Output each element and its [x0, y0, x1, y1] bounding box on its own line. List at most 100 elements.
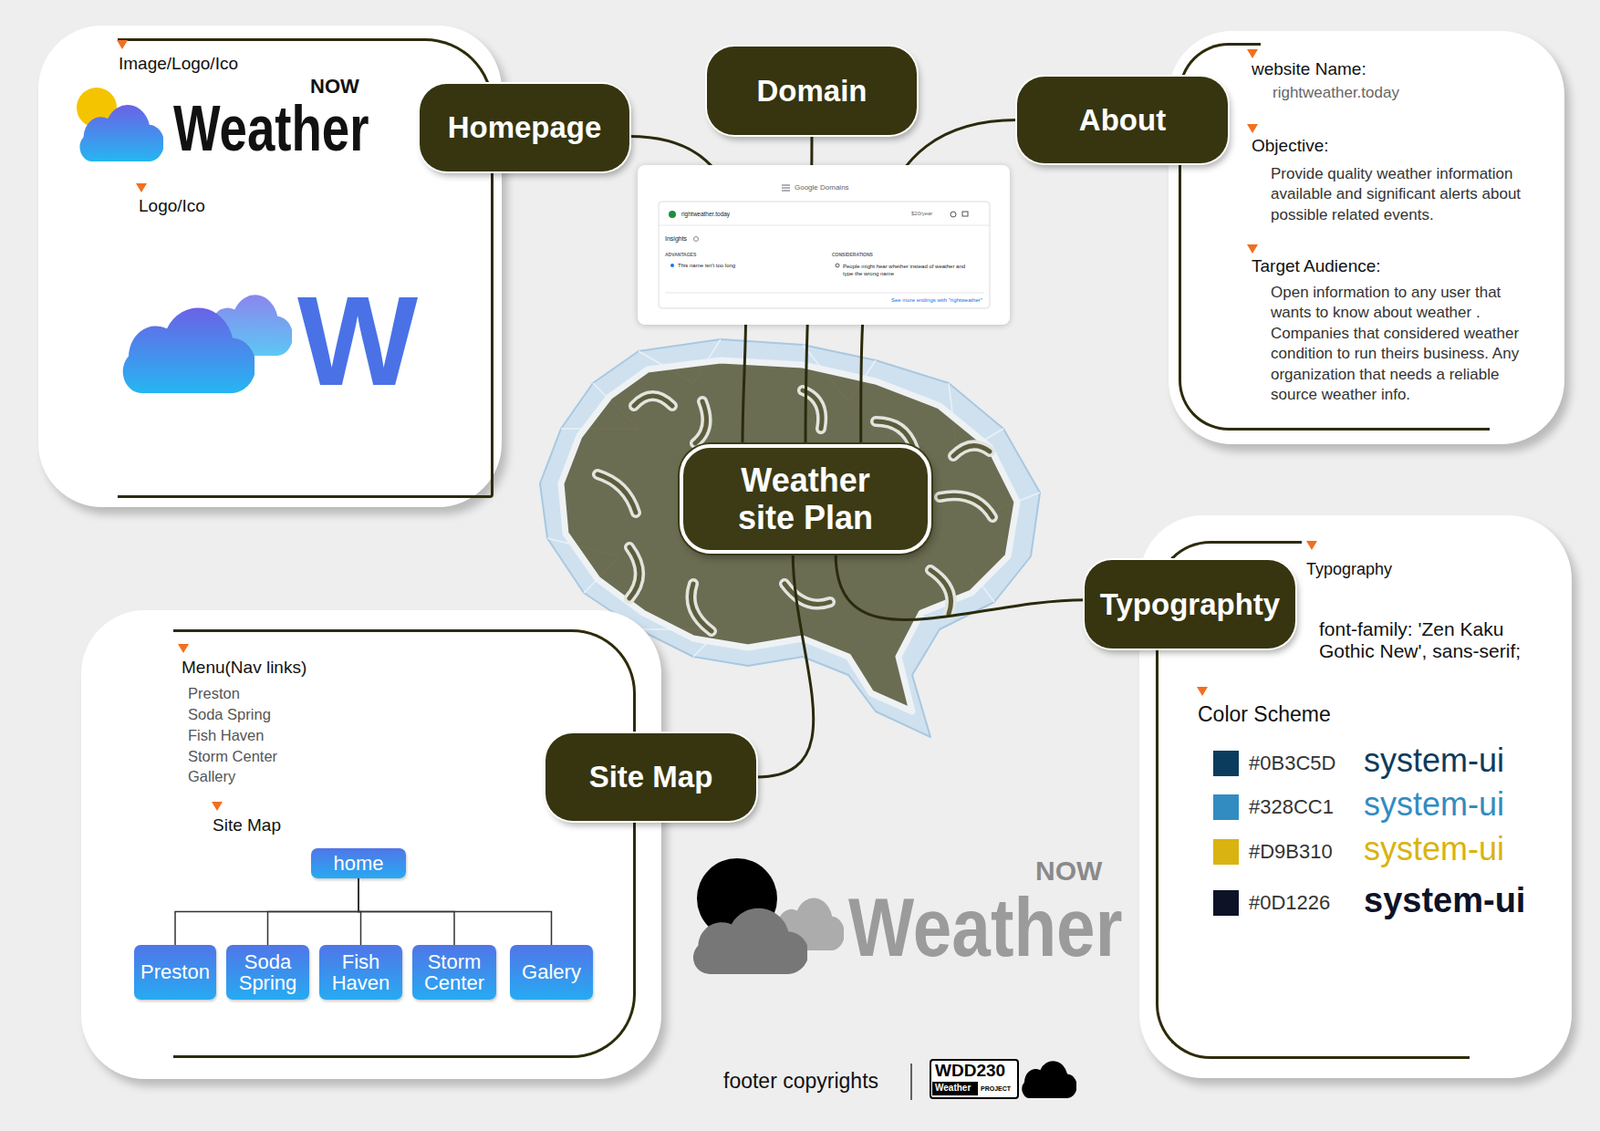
badge-text: WDD230	[935, 1061, 1006, 1080]
node-text: Site Map	[589, 759, 714, 795]
footer-text: footer copyrights	[723, 1070, 879, 1092]
check-icon	[668, 210, 676, 219]
color-swatch	[1213, 890, 1239, 916]
node-text: CONSIDERATIONS	[831, 251, 873, 258]
node-text: Galery	[521, 961, 582, 983]
footer-separator	[910, 1063, 913, 1101]
logo-text: NOW	[1035, 857, 1102, 885]
separator	[664, 292, 985, 294]
node-text: Preston	[140, 961, 210, 983]
badge-bar	[932, 1081, 978, 1096]
topic-label: About	[1017, 76, 1228, 164]
node-text: Fish Haven	[322, 951, 399, 994]
logo-text: NOW	[310, 76, 360, 97]
node-text: Target Audience:	[1251, 256, 1382, 278]
fold-outline	[597, 390, 993, 632]
topic-label: Domain	[706, 46, 917, 136]
pin-icon	[670, 263, 675, 268]
pin-icon	[835, 263, 840, 268]
panel-trim	[1155, 592, 1470, 1060]
sun-icon	[696, 858, 778, 939]
connector	[756, 553, 814, 778]
logo-text: Weather	[173, 96, 369, 161]
node-text: Objective:	[1251, 135, 1329, 157]
screenshot-card: Google Domains rightweather.today $20/year…	[637, 165, 1010, 325]
font-sample: system-ui	[1363, 744, 1505, 778]
topic-label: Typographty	[1084, 560, 1296, 649]
node-text: Domain	[756, 73, 867, 109]
node-text: Soda Spring	[187, 706, 271, 725]
font-sample: system-ui	[1363, 883, 1526, 918]
node-text: About	[1079, 103, 1166, 138]
node-text: Color Scheme	[1197, 702, 1331, 728]
color-code: #0D1226	[1248, 893, 1330, 914]
node-text: See more endings with "rightweather"	[891, 297, 983, 304]
node-text: $20/year	[911, 210, 933, 218]
node-text: Typographty	[1100, 587, 1280, 623]
cloud-icon	[1021, 1060, 1077, 1099]
topic-label: Site Map	[545, 733, 757, 821]
sitemap-box: home	[311, 848, 406, 879]
brain-folds	[597, 390, 993, 632]
node-text: ADVANTAGES	[664, 251, 697, 258]
heart-icon	[950, 211, 956, 218]
separator	[658, 225, 990, 227]
color-swatch	[1213, 750, 1239, 777]
node-text: Weather site Plan	[722, 461, 889, 538]
sitemap-box: Preston	[134, 945, 217, 1000]
node-text: home	[332, 852, 384, 874]
node-text: Preston	[187, 685, 240, 704]
color-swatch	[1213, 839, 1239, 865]
fold-line	[597, 390, 993, 632]
sitemap-box: Fish Haven	[319, 945, 403, 1000]
connector	[835, 553, 1085, 621]
panel-box: Menu(Nav links)PrestonSoda SpringFish Ha…	[81, 610, 662, 1080]
menu-icon	[781, 185, 790, 191]
cloud-icon	[773, 898, 845, 951]
node-text: Provide quality weather information avai…	[1270, 164, 1545, 226]
node-text: rightweather.today	[1272, 83, 1400, 103]
logo-letter: W	[297, 277, 418, 406]
color-code: #D9B310	[1248, 841, 1333, 863]
color-code: #328CC1	[1248, 797, 1334, 818]
sitemap-box: Soda Spring	[226, 945, 310, 1000]
node-text: Image/Logo/Ico	[118, 53, 239, 75]
node-text: Open information to any user that wants …	[1270, 282, 1545, 406]
color-code: #0B3C5D	[1248, 753, 1336, 774]
font-sample: system-ui	[1363, 832, 1505, 866]
badge-text: Weather	[935, 1083, 971, 1093]
node-text: Storm Center	[415, 951, 493, 994]
node-text: Soda Spring	[229, 951, 306, 994]
node-text: Google Domains	[794, 183, 850, 193]
topic-label: Homepage	[419, 83, 630, 172]
font-sample: system-ui	[1363, 788, 1505, 821]
node-text: People might hear whether instead of wea…	[842, 262, 976, 279]
logo-text: Weather	[848, 886, 1123, 969]
node-text: Site Map	[212, 815, 281, 837]
sitemap-box: Storm Center	[412, 945, 497, 1000]
node-text: Typography	[1306, 560, 1393, 581]
node-text: Logo/Ico	[138, 196, 206, 218]
badge-frame	[930, 1059, 1019, 1099]
color-swatch	[1213, 794, 1239, 821]
info-icon	[694, 237, 699, 242]
panel-box: website Name:rightweather.todayObjective…	[1168, 31, 1565, 445]
node-text: font-family: 'Zen Kaku Gothic New', sans…	[1319, 618, 1564, 663]
node-text: Homepage	[447, 110, 603, 146]
node-text: Menu(Nav links)	[181, 657, 307, 679]
badge-text: PROJECT	[980, 1085, 1011, 1092]
node-text: Gallery	[187, 768, 236, 787]
facet-line	[547, 339, 1040, 657]
node-text: Insights	[664, 235, 687, 243]
central-topic: Weather site Plan	[679, 444, 932, 554]
result-box	[658, 201, 990, 309]
cart-icon	[962, 211, 968, 217]
node-text: rightweather.today	[681, 210, 730, 219]
node-text: Storm Center	[187, 748, 278, 767]
brain-facets	[547, 339, 1040, 657]
sitemap-box: Galery	[509, 945, 593, 1000]
node-text: website Name:	[1251, 59, 1367, 81]
node-text: Fish Haven	[187, 727, 264, 746]
node-text: This name isn't too long	[677, 262, 736, 270]
cloud-icon	[693, 908, 809, 975]
